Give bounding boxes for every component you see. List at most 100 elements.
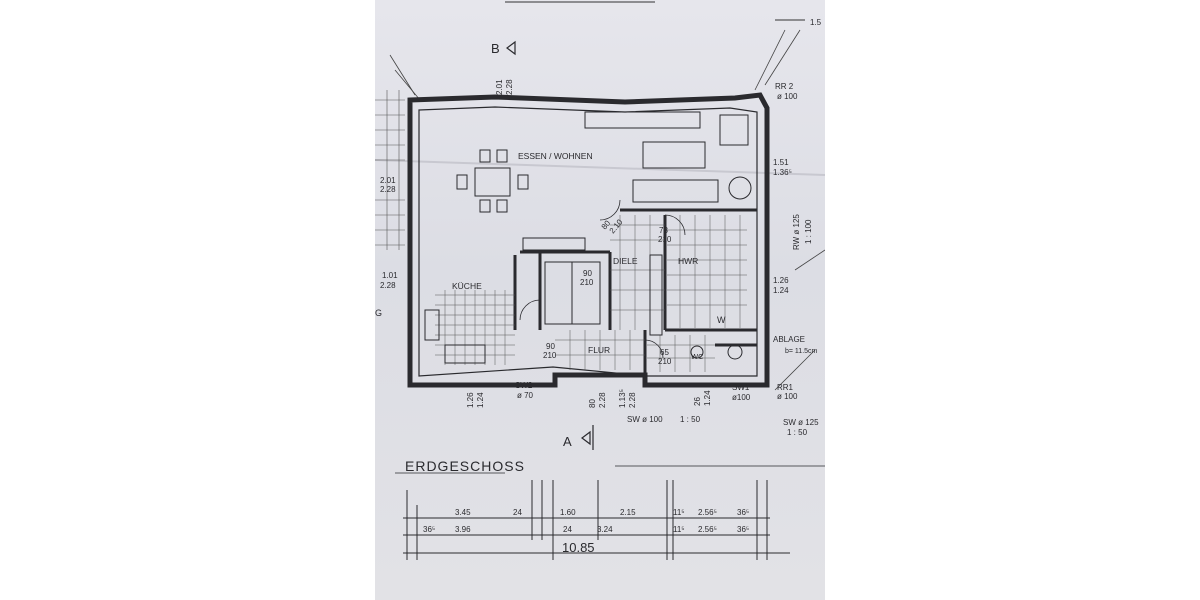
opening-left1-width: 2.01 — [380, 176, 396, 185]
room-label-diele: DIELE — [613, 256, 638, 266]
door-wc-height: 210 — [658, 357, 672, 366]
ablage-label: ABLAGE — [773, 335, 805, 344]
pipe-sw2-diameter: ø 70 — [517, 391, 534, 400]
terrace-hatch — [375, 90, 405, 250]
opening-top-height: 2.28 — [505, 79, 514, 95]
dim-row2-1: 3.96 — [455, 525, 471, 534]
dining-chair — [456, 174, 468, 190]
pipe-sw1: SW1 — [732, 383, 750, 392]
pipe-sw1-diameter: ø100 — [732, 393, 751, 402]
door-hwr-width: 78 — [659, 226, 668, 235]
hwr-tiles — [667, 215, 747, 328]
dim-row2-0: 36⁵ — [423, 525, 435, 534]
opening-bottom3-width: 1.13⁵ — [618, 389, 627, 408]
dim-row2-3: 3.24 — [597, 525, 613, 534]
kitchen-unit — [424, 309, 440, 341]
section-marker-a: A — [563, 434, 572, 449]
opening-bottom3-height: 2.28 — [628, 392, 637, 408]
pipe-rr2-diameter: ø 100 — [777, 92, 798, 101]
furniture — [424, 111, 752, 364]
dim-row2-4: 11⁵ — [673, 525, 685, 534]
room-label-hwr: HWR — [678, 256, 698, 266]
interior-walls — [513, 208, 757, 375]
left-edge-letter: G — [375, 308, 382, 318]
room-marker-w: W — [717, 315, 726, 325]
pipe-rr2: RR 2 — [775, 82, 794, 91]
dim-row1-6: 36⁵ — [737, 508, 749, 517]
opening-left2-width: 1.01 — [382, 271, 398, 280]
dining-chair — [496, 199, 508, 213]
opening-bottom2-height: 2.28 — [598, 392, 607, 408]
dining-table — [474, 167, 511, 197]
opening-top-width: 2.01 — [495, 79, 504, 95]
dim-total: 10.85 — [562, 540, 595, 555]
projection-lines — [389, 29, 825, 391]
sideboard — [584, 111, 701, 129]
door-stair-width: 90 — [583, 269, 592, 278]
opening-left2-height: 2.28 — [380, 281, 396, 290]
opening-bottom4-width: 26 — [693, 397, 702, 406]
dim-row1-2: 1.60 — [560, 508, 576, 517]
door-wc-width: 65 — [660, 348, 669, 357]
section-arrows — [506, 40, 594, 450]
drawing-title: ERDGESCHOSS — [405, 458, 525, 474]
opening-bottom2-width: 80 — [588, 399, 597, 408]
paper-fold — [375, 159, 825, 176]
opening-right1-height: 1.36⁵ — [773, 168, 792, 177]
pipe-sw-bottom: SW ø 100 — [627, 415, 663, 424]
sink — [444, 344, 486, 364]
kitchen-counter — [522, 237, 586, 251]
door-kitchen-height: 210 — [543, 351, 557, 360]
top-edge-lines — [505, 1, 805, 21]
room-label-essen-wohnen: ESSEN / WOHNEN — [518, 151, 593, 161]
section-marker-b: B — [491, 41, 500, 56]
door-swings — [519, 199, 686, 359]
room-label-flur: FLUR — [588, 345, 610, 355]
pipe-sw-right: SW ø 125 — [783, 418, 819, 427]
dining-chair — [517, 174, 529, 190]
dining-chair — [479, 199, 491, 213]
pipe-sw-bottom-slope: 1 : 50 — [680, 415, 701, 424]
dim-row2-5: 2.56⁵ — [698, 525, 717, 534]
dim-row2-6: 36⁵ — [737, 525, 749, 534]
pipe-rw-slope: 1 : 100 — [804, 219, 813, 244]
opening-bottom1-width: 1.26 — [466, 392, 475, 408]
dim-row1-3: 2.15 — [620, 508, 636, 517]
plan-sheet: ESSEN / WOHNEN KÜCHE DIELE HWR FLUR WC W… — [375, 0, 825, 600]
floor-plan-drawing: ESSEN / WOHNEN KÜCHE DIELE HWR FLUR WC W… — [375, 1, 825, 560]
sofa — [632, 179, 719, 203]
door-kitchen-width: 90 — [546, 342, 555, 351]
kitchen-tiles — [435, 290, 515, 365]
opening-right2-width: 1.26 — [773, 276, 789, 285]
opening-right2-height: 1.24 — [773, 286, 789, 295]
dining-chair — [496, 149, 508, 163]
opening-right1-width: 1.51 — [773, 158, 789, 167]
door-hwr-height: 210 — [658, 235, 672, 244]
wc-basin — [727, 344, 743, 360]
wc-toilet — [690, 345, 704, 359]
outer-walls — [407, 92, 770, 388]
dim-row2-2: 24 — [563, 525, 572, 534]
ablage-width: b= 11.5cm — [785, 348, 818, 355]
door-diagonal-height: 2.10 — [608, 217, 625, 235]
room-label-kueche: KÜCHE — [452, 281, 482, 291]
opening-bottom1-height: 1.24 — [476, 392, 485, 408]
pipe-sw-right-slope: 1 : 50 — [787, 428, 808, 437]
dim-row1-0: 3.45 — [455, 508, 471, 517]
room-label-wc: WC — [691, 352, 704, 361]
pipe-rw: RW ø 125 — [792, 214, 801, 250]
plant — [728, 176, 752, 200]
dim-row1-4: 11⁵ — [673, 508, 685, 517]
dim-row1-1: 24 — [513, 508, 522, 517]
opening-left1-height: 2.28 — [380, 185, 396, 194]
pipe-rr1: RR1 — [777, 383, 794, 392]
door-stair-height: 210 — [580, 278, 594, 287]
tv-stand — [642, 141, 706, 169]
dimension-lines — [395, 465, 825, 560]
corner-dimension: 1.5 — [810, 18, 822, 27]
dim-row1-5: 2.56⁵ — [698, 508, 717, 517]
dining-chair — [479, 149, 491, 163]
opening-bottom4-height: 1.24 — [703, 390, 712, 406]
wardrobe — [649, 254, 663, 336]
pipe-rr1-diameter: ø 100 — [777, 392, 798, 401]
